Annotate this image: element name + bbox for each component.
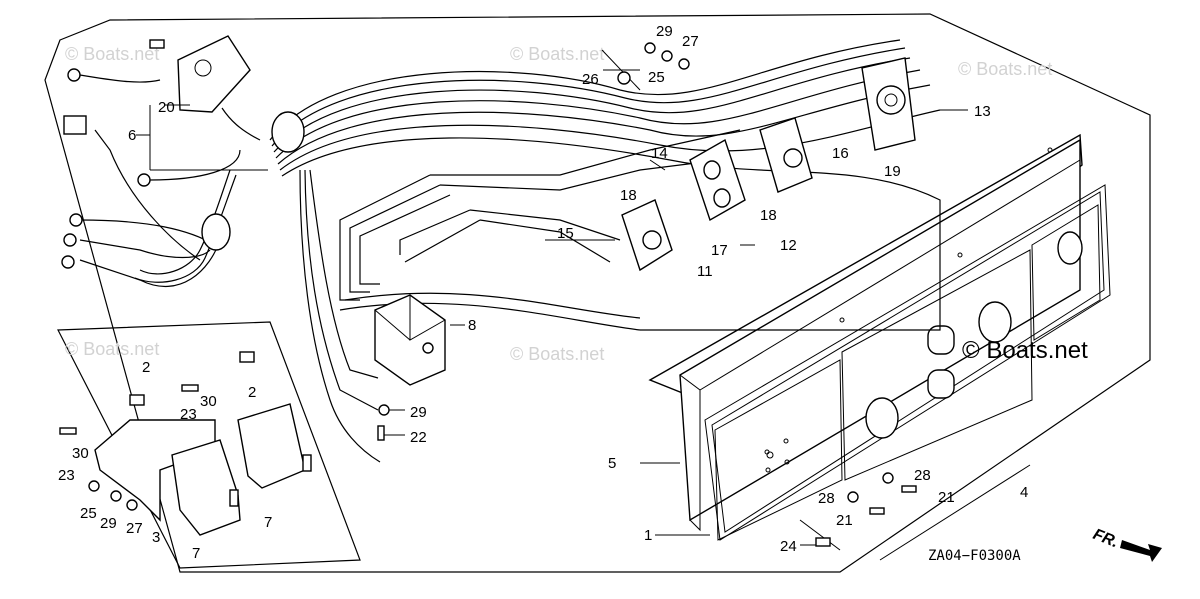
callout-label: 22 (410, 429, 427, 446)
callouts: 1 2 2 3 4 5 6 7 7 8 11 12 13 14 15 16 17… (58, 23, 1028, 562)
callout-label: 30 (72, 445, 89, 462)
clip-2 (129, 394, 145, 406)
hardware (59, 42, 917, 547)
receptacle-19 (861, 57, 916, 151)
ring-terminal (137, 173, 151, 187)
callout-label: 4 (1020, 484, 1028, 501)
receptacle-18 (759, 117, 813, 193)
wire-harness (79, 39, 941, 463)
watermark-main: © Boats.net (962, 337, 1088, 364)
drawing-code: ZA04−F0300A (928, 548, 1021, 564)
callout-label: 14 (651, 145, 668, 162)
callout-label: 2 (248, 384, 256, 401)
callout-label: 16 (832, 145, 849, 162)
diagram-frame (44, 13, 1151, 573)
receptacle-11 (621, 199, 673, 272)
callout-label: 7 (192, 545, 200, 562)
callout-label: 6 (128, 127, 136, 144)
callout-label: 28 (818, 490, 835, 507)
ring-terminal (61, 255, 75, 269)
component-20 (149, 35, 251, 113)
callout-label: 24 (780, 538, 797, 555)
module-7a (171, 439, 241, 536)
callout-label: 27 (682, 33, 699, 50)
callout-label: 15 (557, 225, 574, 242)
callout-label: 7 (264, 514, 272, 531)
grommet (201, 213, 231, 251)
grommet (271, 111, 305, 153)
arrow-right-icon (1120, 540, 1162, 562)
callout-label: 8 (468, 317, 476, 334)
callout-label: 26 (582, 71, 599, 88)
callout-label: 19 (884, 163, 901, 180)
callout-label: 5 (608, 455, 616, 472)
connector (63, 115, 87, 135)
callout-label: 27 (126, 520, 143, 537)
callout-label: 2 (142, 359, 150, 376)
watermark: © Boats.net (958, 59, 1052, 79)
ring-terminal (67, 68, 81, 82)
callout-label: 30 (200, 393, 217, 410)
ring-terminal (63, 233, 77, 247)
callout-label: 13 (974, 103, 991, 120)
callout-label: 20 (158, 99, 175, 116)
front-marker-label: FR. (1091, 526, 1121, 551)
circuit-breaker (374, 294, 446, 386)
callout-label: 11 (697, 263, 713, 280)
callout-label: 3 (152, 529, 160, 546)
callout-label: 21 (938, 489, 955, 506)
callout-label: 29 (656, 23, 673, 40)
clip-2 (239, 351, 255, 363)
receptacle-17 (689, 138, 746, 222)
callout-label: 29 (410, 404, 427, 421)
callout-label: 18 (620, 187, 637, 204)
callout-label: 21 (836, 512, 853, 529)
callout-label: 25 (648, 69, 665, 86)
front-arrow: FR. (1091, 526, 1162, 562)
ring-terminal (69, 213, 83, 227)
watermark: © Boats.net (510, 44, 604, 64)
watermark: © Boats.net (65, 44, 159, 64)
callout-label: 23 (180, 406, 197, 423)
watermark: © Boats.net (510, 344, 604, 364)
callout-label: 25 (80, 505, 97, 522)
callout-label: 23 (58, 467, 75, 484)
callout-label: 17 (711, 242, 728, 259)
watermark: © Boats.net (65, 339, 159, 359)
callout-label: 1 (644, 527, 652, 544)
module-7b (237, 403, 312, 489)
callout-label: 28 (914, 467, 931, 484)
callout-label: 12 (780, 237, 797, 254)
leader-lines (136, 49, 1031, 561)
callout-label: 29 (100, 515, 117, 532)
bracket-3 (94, 419, 216, 522)
callout-label: 18 (760, 207, 777, 224)
